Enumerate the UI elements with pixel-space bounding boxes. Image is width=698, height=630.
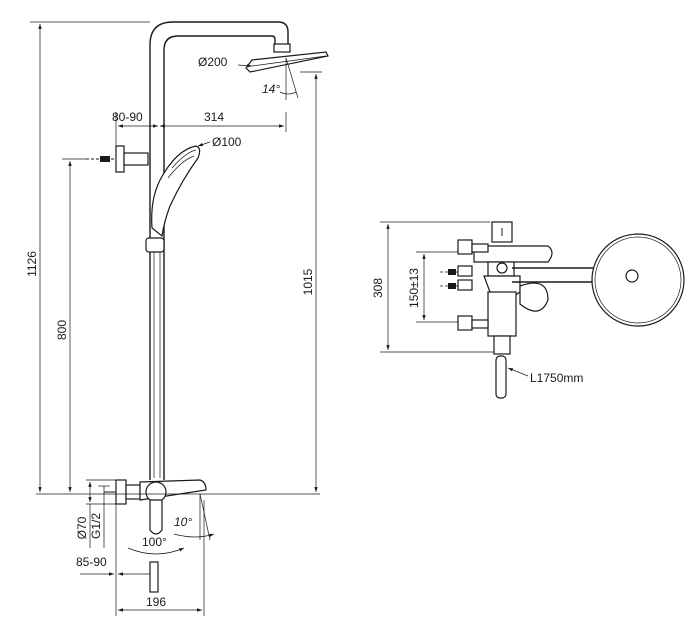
hand-shower [145, 145, 201, 253]
spout-reach-dimension: 196 [118, 500, 205, 616]
overall-height-dimension: 1126 [25, 21, 150, 492]
side-total-width-dimension: 308 [371, 221, 494, 353]
spout-wall-offset-label: 85-90 [76, 555, 107, 569]
thread-dimension: G1/2 [89, 485, 110, 548]
head-diameter-callout: Ø200 [198, 55, 253, 69]
overhead-shower-head [245, 43, 329, 73]
spout-swivel-label: 100° [142, 535, 167, 549]
thread-label: G1/2 [89, 513, 103, 539]
slide-bar-label: 800 [55, 320, 69, 340]
head-tilt-label: 14° [262, 82, 280, 96]
spout-rod-bottom [149, 561, 159, 593]
riser-pipe [149, 21, 289, 480]
slide-bar-dimension: 800 [55, 158, 88, 492]
spout-angle-label: 10° [174, 515, 192, 529]
spout-reach-label: 196 [146, 595, 166, 609]
arm-reach-dimension: 80-90 314 [112, 110, 287, 146]
side-inlet-spacing-dimension: 150±13 [407, 251, 458, 323]
side-mixer-body [473, 221, 553, 399]
spout-angle: 10° [173, 493, 215, 541]
spout-swivel: 100° [127, 535, 185, 555]
side-hose-length-label: L1750mm [530, 371, 583, 385]
side-inlet-spacing-label: 150±13 [407, 268, 421, 308]
head-height-dimension: 1015 [300, 71, 322, 492]
hand-shower-wall-bracket [86, 145, 149, 173]
hand-shower-diameter-callout: Ø100 [197, 135, 242, 149]
wall-offset-label: 80-90 [112, 110, 143, 124]
front-view: 14° Ø200 Ø100 [25, 21, 329, 616]
side-hose-length-callout: L1750mm [507, 367, 583, 385]
mixer-diameter-dimension: Ø70 [75, 479, 116, 548]
side-view: 308 150±13 L1750mm [371, 221, 685, 399]
mixer-diameter-label: Ø70 [75, 516, 89, 539]
head-height-label: 1015 [301, 268, 315, 295]
side-total-width-label: 308 [371, 278, 385, 298]
arm-reach-label: 314 [204, 110, 224, 124]
head-tilt-angle: 14° [262, 57, 299, 100]
side-round-shower-head [591, 233, 685, 327]
head-diameter-label: Ø200 [198, 55, 228, 69]
overall-height-label: 1126 [25, 251, 39, 277]
bath-mixer [104, 479, 207, 535]
spout-wall-offset-dimension: 85-90 [76, 504, 150, 616]
hand-shower-diameter-label: Ø100 [212, 135, 242, 149]
slide-rail-hose [153, 252, 161, 478]
side-inlet-handles [440, 239, 489, 331]
